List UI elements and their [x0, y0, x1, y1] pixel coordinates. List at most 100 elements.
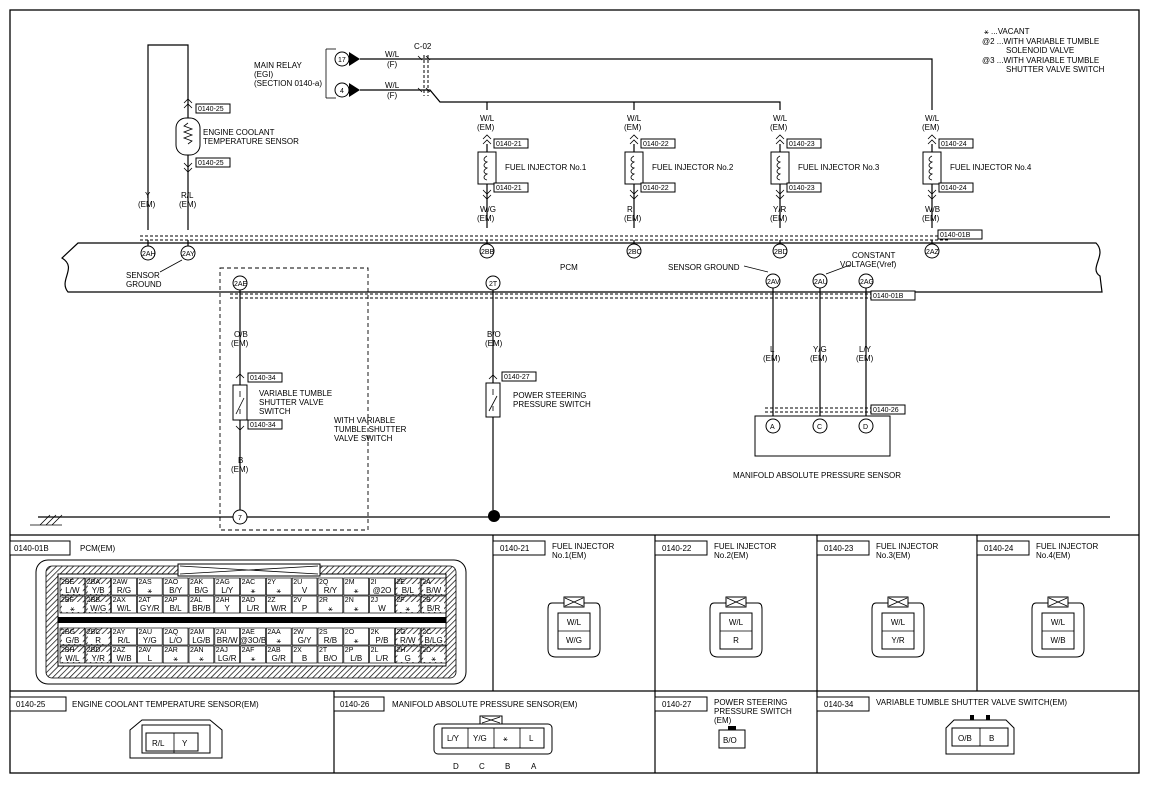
svg-text:W/R: W/R: [271, 604, 287, 613]
svg-text:Y/R: Y/R: [92, 654, 106, 663]
svg-text:(EM): (EM): [624, 123, 642, 132]
svg-text:R: R: [95, 636, 101, 645]
svg-text:2AG: 2AG: [216, 579, 230, 586]
map-connector-face: L/Y Y/G ⚹ L D C B A: [433, 715, 553, 771]
svg-text:2W: 2W: [293, 629, 304, 636]
svg-text:2AR: 2AR: [164, 647, 178, 654]
svg-text:0140-26: 0140-26: [873, 407, 899, 414]
svg-text:L/Y: L/Y: [221, 586, 234, 595]
svg-text:2B: 2B: [422, 597, 431, 604]
svg-text:G: G: [405, 654, 411, 663]
svg-text:W/G: W/G: [566, 636, 582, 645]
svg-text:(EM): (EM): [231, 339, 249, 348]
svg-text:FUEL INJECTOR: FUEL INJECTOR: [1036, 542, 1098, 551]
svg-text:PRESSURE SWITCH: PRESSURE SWITCH: [714, 707, 792, 716]
svg-text:W/L: W/L: [567, 618, 582, 627]
pcm-pin-2l: 2LL/R: [369, 645, 395, 664]
svg-text:A: A: [770, 424, 775, 431]
svg-text:POWER STEERING: POWER STEERING: [714, 698, 787, 707]
svg-text:(F): (F): [387, 91, 398, 100]
svg-text:No.2(EM): No.2(EM): [714, 551, 749, 560]
svg-text:0140-22: 0140-22: [643, 141, 669, 148]
svg-text:R/W: R/W: [400, 636, 416, 645]
svg-text:2BD: 2BD: [87, 647, 101, 654]
svg-text:2G: 2G: [396, 629, 405, 636]
svg-text:BR/B: BR/B: [192, 604, 211, 613]
svg-text:2AD: 2AD: [242, 597, 256, 604]
svg-text:L/O: L/O: [169, 636, 182, 645]
svg-text:2AZ: 2AZ: [926, 249, 940, 256]
svg-text:@3O/B: @3O/B: [240, 636, 266, 645]
svg-text:W/G: W/G: [90, 604, 106, 613]
pcm-pin-2q: 2QR/Y: [317, 577, 344, 596]
pcm-pin-2m: 2M⚹: [343, 577, 369, 596]
svg-text:(EM): (EM): [477, 123, 495, 132]
svg-text:L: L: [529, 734, 534, 743]
map-sensor-circuit: L (EM) Y/G (EM) L/Y (EM) 0140-26 A C D M…: [733, 288, 906, 480]
svg-text:P: P: [302, 604, 307, 613]
svg-text:⚹: ⚹: [276, 586, 281, 595]
ps-pressure-switch-circuit: B/O (EM) 0140-27 POWER STEERING PRESSURE…: [485, 290, 591, 510]
svg-text:R: R: [627, 205, 633, 214]
pcm-pin-2af: 2AF⚹: [240, 645, 266, 664]
svg-text:L/Y: L/Y: [859, 345, 872, 354]
pcm-pin-2f: 2F⚹: [395, 595, 421, 614]
pcm-pin-2g: 2GR/W: [395, 627, 421, 646]
svg-text:GROUND: GROUND: [126, 280, 162, 289]
svg-text:0140-24: 0140-24: [984, 544, 1014, 553]
svg-text:2AV: 2AV: [138, 647, 151, 654]
svg-text:VARIABLE TUMBLE SHUTTER VALVE: VARIABLE TUMBLE SHUTTER VALVE SWITCH(EM): [876, 698, 1067, 707]
svg-text:0140-22: 0140-22: [643, 185, 669, 192]
pcm-pin-2r: 2R⚹: [317, 595, 344, 614]
svg-text:0140-24: 0140-24: [941, 141, 967, 148]
pcm-pin-2y: 2Y⚹: [266, 577, 292, 596]
svg-text:Y/G: Y/G: [813, 345, 827, 354]
pcm-pin-2k: 2KP/B: [369, 627, 395, 646]
svg-text:G/Y: G/Y: [298, 636, 312, 645]
svg-text:SENSOR GROUND: SENSOR GROUND: [668, 263, 740, 272]
svg-text:O/B: O/B: [958, 734, 972, 743]
svg-text:2L: 2L: [371, 647, 379, 654]
svg-text:CONSTANT: CONSTANT: [852, 251, 896, 260]
vtsv-connector-face: O/B B: [945, 715, 1015, 755]
svg-text:WITH VARIABLE: WITH VARIABLE: [334, 416, 395, 425]
svg-text:⚹: ⚹: [70, 604, 75, 613]
svg-text:2AY: 2AY: [182, 251, 195, 258]
pcm-pin-2c: 2CB/LG: [420, 627, 447, 646]
svg-text:2Y: 2Y: [267, 579, 276, 586]
pcm-pin-2an: 2AN⚹: [188, 645, 215, 664]
svg-text:2U: 2U: [293, 579, 302, 586]
svg-text:2AP: 2AP: [164, 597, 178, 604]
svg-text:2AK: 2AK: [190, 579, 204, 586]
svg-text:(F): (F): [387, 60, 398, 69]
svg-text:P/B: P/B: [376, 636, 389, 645]
svg-text:Y/G: Y/G: [473, 734, 487, 743]
svg-text:2AT: 2AT: [138, 597, 151, 604]
svg-text:2H: 2H: [396, 647, 405, 654]
pcm-pin-grid: 2BEL/W2BAY/B2AWR/G2AS⚹2AOB/Y2AKB/G2AGL/Y…: [59, 577, 447, 664]
svg-text:V: V: [302, 586, 308, 595]
svg-text:4: 4: [340, 88, 344, 95]
svg-text:2AJ: 2AJ: [216, 647, 228, 654]
main-relay-egi: (EGI): [254, 70, 273, 79]
pss-connector-face: B/O: [718, 726, 746, 749]
svg-text:2BC: 2BC: [628, 249, 642, 256]
svg-text:W/L: W/L: [65, 654, 80, 663]
svg-text:B/W: B/W: [426, 586, 442, 595]
svg-text:FUEL INJECTOR: FUEL INJECTOR: [714, 542, 776, 551]
svg-text:(EM): (EM): [624, 214, 642, 223]
svg-text:B/L: B/L: [402, 586, 415, 595]
svg-text:⚹: ⚹: [276, 636, 281, 645]
svg-text:W/B: W/B: [925, 205, 940, 214]
svg-text:(EM): (EM): [179, 200, 197, 209]
main-relay: MAIN RELAY (EGI) (SECTION 0140-a) 17 4 W…: [254, 42, 432, 100]
svg-text:W/L: W/L: [891, 618, 906, 627]
pcm-pin-2e: 2EB/L: [395, 577, 421, 596]
pcm-pin-2bf: 2BF⚹: [59, 595, 86, 614]
svg-text:R/Y: R/Y: [324, 586, 338, 595]
